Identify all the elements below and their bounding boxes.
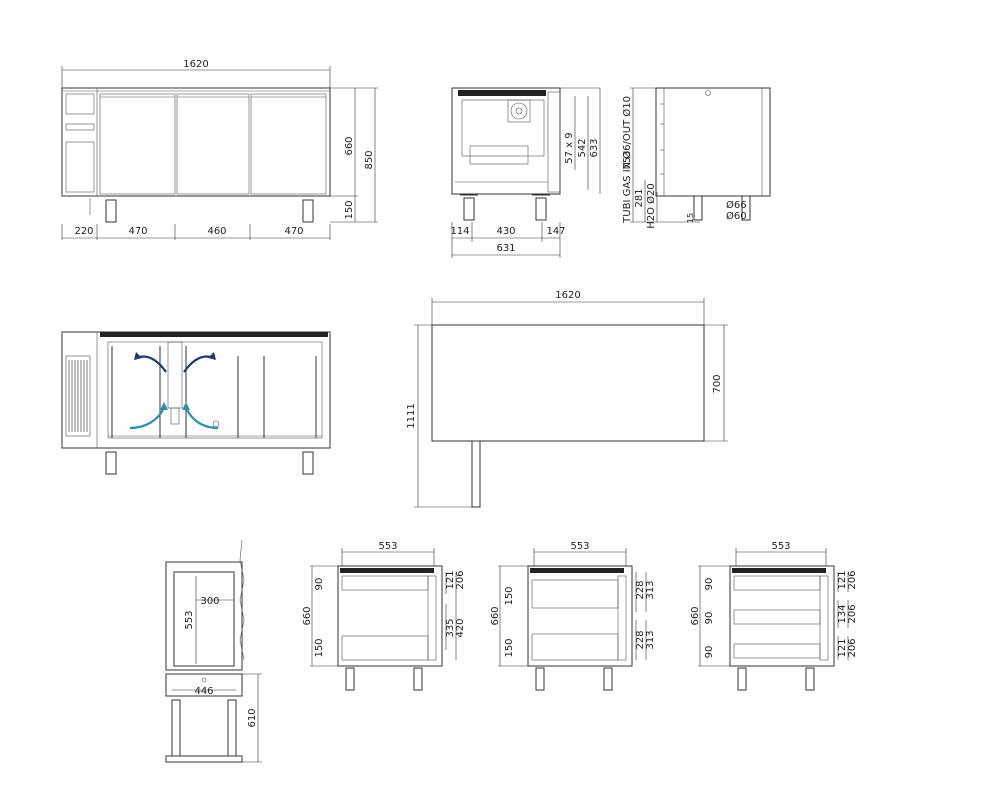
config-c-height: 660 (690, 606, 701, 625)
config-b-313a: 313 (645, 580, 656, 599)
config-c-121a: 121 (837, 570, 848, 589)
config-c-206a: 206 (847, 570, 858, 589)
side-height-542: 542 (577, 138, 588, 157)
control-panel (65, 123, 95, 131)
front-view: 1620 220 470 460 470 (61, 59, 378, 240)
front-width-label: 1620 (183, 59, 208, 70)
config-b-228b: 228 (635, 630, 646, 649)
config-a-view: 553 660 90 150 121 206 335 420 (302, 541, 466, 691)
side-shelf-pitch: 57 x 9 (564, 132, 575, 163)
config-a-121: 121 (445, 570, 456, 589)
drawer-bottom (341, 635, 429, 661)
tray-height-610: 610 (247, 708, 258, 727)
airflow-in-right (185, 407, 219, 430)
fan-icon (510, 102, 528, 120)
evaporator (167, 341, 183, 409)
front-legs-150: 150 (344, 200, 355, 219)
drawer-2 (733, 609, 821, 625)
tray-depth-553: 553 (184, 610, 195, 629)
rear-dia-66: Ø66 (726, 199, 747, 211)
rear-dim-15: 15 (686, 213, 695, 223)
drawer-top (531, 579, 619, 609)
door-2 (176, 93, 250, 195)
config-b-top: 150 (504, 586, 515, 605)
config-a-top: 90 (314, 578, 325, 591)
drawer-1 (733, 575, 821, 591)
config-a-335: 335 (445, 618, 456, 637)
airflow-out-right (183, 355, 215, 373)
side-height-633: 633 (589, 138, 600, 157)
config-a-height: 660 (302, 606, 313, 625)
top-total-1111: 1111 (406, 403, 417, 428)
front-section-460: 460 (207, 226, 226, 237)
airflow-out-left (135, 355, 167, 373)
config-a-bottom: 150 (314, 638, 325, 657)
config-c-width: 553 (771, 541, 790, 552)
config-b-313b: 313 (645, 630, 656, 649)
top-view: 1620 700 1111 (406, 290, 728, 508)
side-dim-147: 147 (546, 226, 565, 237)
vent-grille (65, 355, 91, 437)
config-c-206c: 206 (847, 638, 858, 657)
vent-grille (65, 93, 95, 193)
side-dim-114: 114 (450, 226, 469, 237)
front-height-660: 660 (344, 136, 355, 155)
side-width-631: 631 (496, 243, 515, 254)
front-height-850: 850 (364, 150, 375, 169)
config-c-row2: 90 (704, 612, 715, 625)
rear-dim-281: 281 (634, 188, 645, 207)
rear-gas-label: TUBI GAS IN Ø6/OUT Ø10 (621, 96, 633, 224)
rear-view: 753 TUBI GAS IN Ø6/OUT Ø10 281 H2O Ø20 1… (621, 87, 771, 229)
top-depth-700: 700 (712, 374, 723, 393)
drawer-bottom (531, 633, 619, 661)
config-b-width: 553 (570, 541, 589, 552)
config-b-height: 660 (490, 606, 501, 625)
config-c-view: 553 660 90 90 90 121 206 134 206 121 206 (690, 541, 858, 691)
door-3 (250, 93, 327, 195)
config-c-row1: 90 (704, 578, 715, 591)
config-c-121b: 121 (837, 638, 848, 657)
front-section-470a: 470 (128, 226, 147, 237)
airflow-in-left (129, 407, 165, 430)
config-b-bottom: 150 (504, 638, 515, 657)
rear-h2o-label: H2O Ø20 (645, 183, 657, 229)
config-a-420: 420 (455, 618, 466, 637)
front-section-470b: 470 (284, 226, 303, 237)
drawer-top (341, 575, 429, 591)
top-width-1620: 1620 (555, 290, 580, 301)
drawer-3 (733, 643, 821, 659)
tray-view: 300 553 446 610 (165, 539, 262, 763)
config-c-row3: 90 (704, 646, 715, 659)
config-a-width: 553 (378, 541, 397, 552)
config-b-228a: 228 (635, 580, 646, 599)
airflow-view (61, 331, 331, 475)
config-a-206: 206 (455, 570, 466, 589)
config-c-134: 134 (837, 604, 848, 623)
front-section-220: 220 (74, 226, 93, 237)
side-view: 57 x 9 542 633 114 430 147 631 (450, 87, 601, 258)
config-c-206b: 206 (847, 604, 858, 623)
tray-base-446: 446 (194, 686, 213, 697)
config-b-view: 553 660 150 150 228 313 228 313 (490, 541, 656, 691)
rear-height-753: 753 (622, 150, 633, 169)
fan-unit (507, 99, 531, 123)
door-1 (99, 93, 176, 195)
rear-dia-60: Ø60 (726, 210, 747, 222)
tray-width-300: 300 (200, 596, 219, 607)
side-dim-430: 430 (496, 226, 515, 237)
